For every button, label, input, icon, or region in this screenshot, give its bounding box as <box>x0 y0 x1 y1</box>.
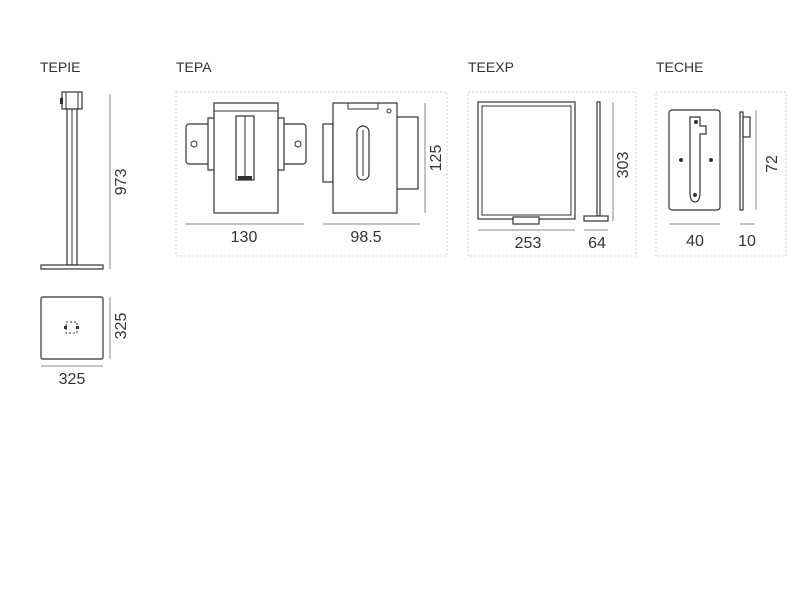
tepie-base-plan-drawing <box>40 296 104 360</box>
tepie-stand-base <box>40 264 104 270</box>
teche-title: TECHE <box>656 59 703 75</box>
tepa-frame <box>175 91 448 257</box>
teche-front-view <box>668 109 721 211</box>
tepa-title: TEPA <box>176 59 212 75</box>
tepa-side-right-flange <box>393 116 419 190</box>
teexp-width-label: 253 <box>515 235 542 252</box>
tepie-stand-clip <box>60 98 63 104</box>
tepa-front-view <box>185 102 307 214</box>
teche-bracket <box>689 116 707 203</box>
teexp-frame <box>467 91 637 257</box>
teexp-height-label: 303 <box>615 152 632 179</box>
teche-depth-label: 10 <box>738 233 756 250</box>
teexp-side-panel <box>596 101 601 217</box>
teexp-depth-label: 64 <box>588 235 606 252</box>
tepie-stand-drawing <box>40 91 104 270</box>
teexp-panel-foot <box>512 216 540 225</box>
teexp-title: TEEXP <box>468 59 514 75</box>
tepie-base-width-label: 325 <box>59 371 86 388</box>
teexp-section: TEEXP 253 64 303 <box>467 59 637 257</box>
tepie-height-label: 973 <box>113 169 130 196</box>
tepa-side-left-tab <box>322 123 334 183</box>
teche-section: TECHE 40 10 72 <box>655 59 787 257</box>
teexp-side-view <box>583 101 609 222</box>
teexp-side-foot <box>583 215 609 222</box>
tepie-title: TEPIE <box>40 59 80 75</box>
teche-height-label: 72 <box>764 155 781 173</box>
tepa-height-label: 125 <box>428 145 445 172</box>
tepa-side-view <box>322 102 419 214</box>
tepa-front-width-label: 130 <box>231 229 258 246</box>
teche-width-label: 40 <box>686 233 704 250</box>
tepa-section: TEPA 130 98.5 <box>175 59 448 257</box>
teche-side-view <box>739 111 751 211</box>
tepie-section: TEPIE 973 325 325 <box>40 59 130 388</box>
teexp-panel <box>477 101 576 220</box>
tepie-base-plan <box>40 296 104 360</box>
teche-frame <box>655 91 787 257</box>
tepie-stand-head <box>61 91 83 110</box>
teche-side-clip <box>742 116 751 138</box>
teexp-front-view <box>477 101 576 225</box>
teche-side-plate <box>739 111 744 211</box>
tepie-base-side-label: 325 <box>113 313 130 340</box>
tepa-side-width-label: 98.5 <box>350 229 381 246</box>
